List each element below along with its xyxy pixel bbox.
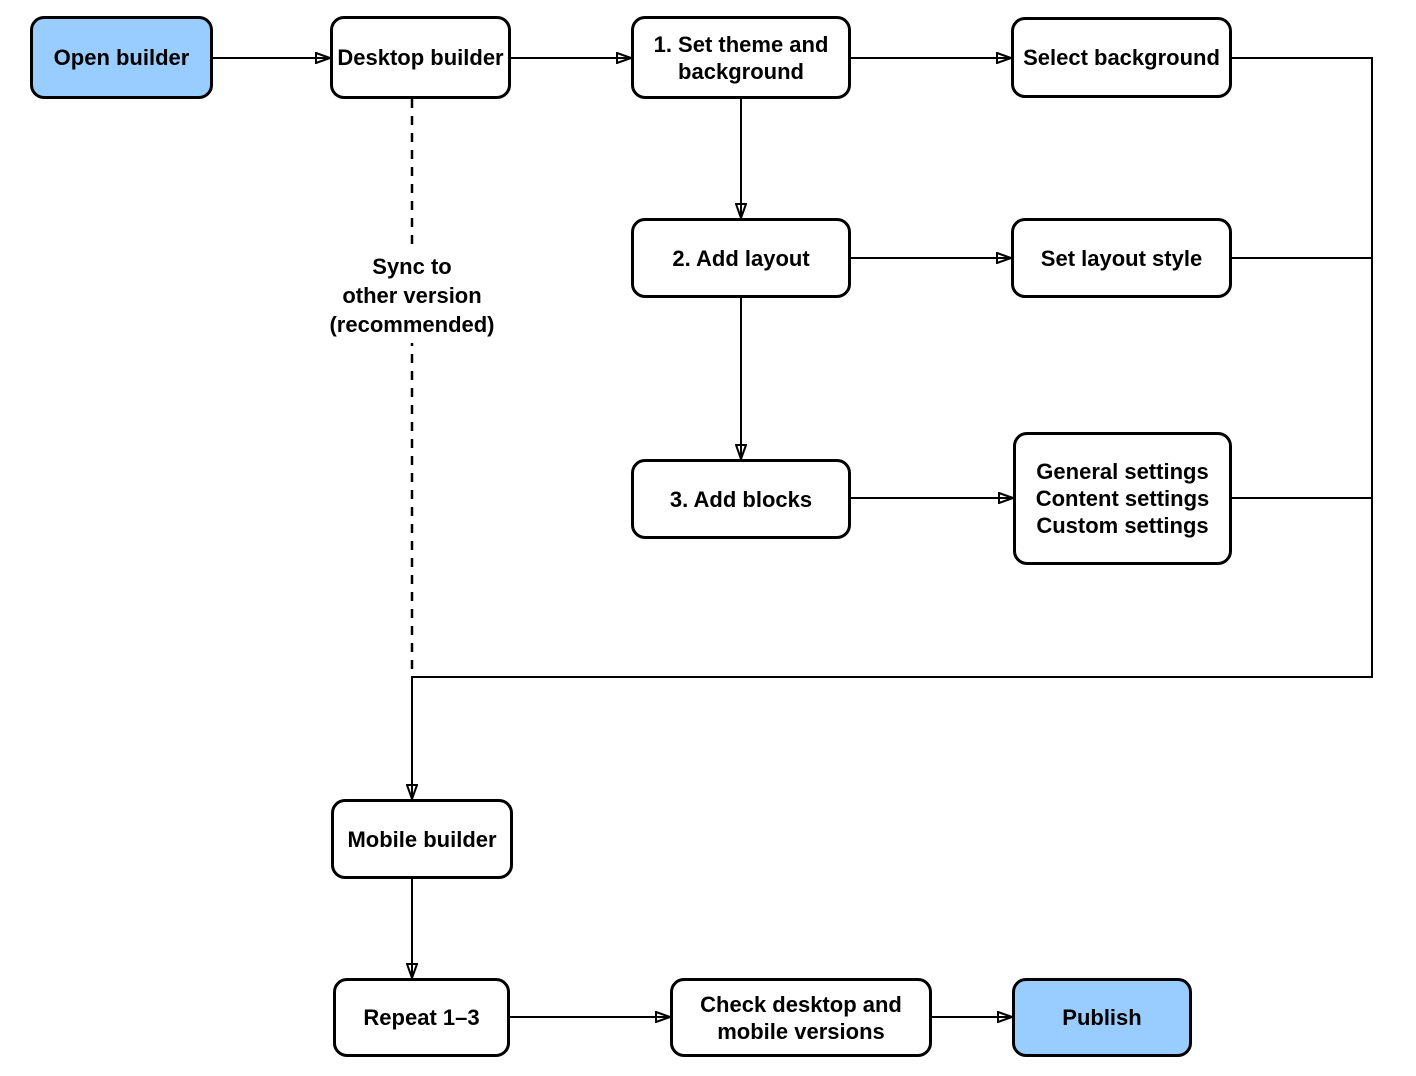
node-block-settings: General settings Content settings Custom…: [1013, 432, 1232, 565]
node-add-blocks: 3. Add blocks: [631, 459, 851, 539]
node-set-layout-style: Set layout style: [1011, 218, 1232, 298]
node-set-theme-background: 1. Set theme and background: [631, 16, 851, 99]
block-settings-line-general: General settings: [1036, 459, 1209, 484]
node-repeat-1-3: Repeat 1–3: [333, 978, 510, 1057]
node-check-versions: Check desktop and mobile versions: [670, 978, 932, 1057]
node-add-layout: 2. Add layout: [631, 218, 851, 298]
sync-annotation: Sync to other version (recommended): [312, 248, 512, 343]
node-select-background: Select background: [1011, 17, 1232, 98]
edge-trunk-to-mobile: [412, 57, 1373, 798]
block-settings-line-custom: Custom settings: [1036, 513, 1209, 538]
node-mobile-builder: Mobile builder: [331, 799, 513, 879]
node-desktop-builder: Desktop builder: [330, 16, 511, 99]
node-publish: Publish: [1012, 978, 1192, 1057]
node-open-builder: Open builder: [30, 16, 213, 99]
block-settings-line-content: Content settings: [1035, 486, 1210, 511]
